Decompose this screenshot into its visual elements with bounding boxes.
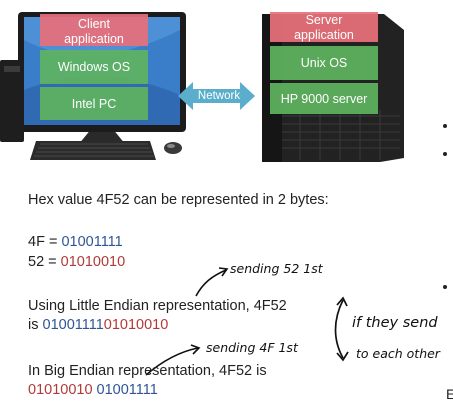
byte-4f-equals: =	[44, 234, 62, 250]
server-application-label-line1: Server	[306, 13, 343, 27]
if-they-send-note-line1: if they send	[352, 315, 438, 331]
arrowhead-down-icon	[336, 351, 349, 362]
intel-pc-layer	[40, 87, 148, 120]
windows-os-layer	[40, 50, 148, 84]
arrowhead-up-icon	[336, 296, 348, 307]
hex-intro-text: Hex value 4F52 can be represented in 2 b…	[28, 192, 329, 208]
annotation-sending-4f: sending 4F 1st	[145, 340, 299, 376]
client-application-label-line2: application	[64, 32, 124, 46]
bullet-marker	[443, 124, 447, 128]
arrow-to-sending-4f	[145, 347, 199, 376]
unix-os-label: Unix OS	[301, 56, 348, 70]
server-vents	[282, 110, 400, 160]
network-arrow: Network	[178, 82, 255, 110]
big-endian-bits-4f: 01001111	[96, 382, 158, 398]
hp-9000-server-label: HP 9000 server	[281, 92, 368, 106]
byte-4f-line: 4F = 01001111	[28, 233, 123, 252]
bracket-double-arrow	[334, 299, 344, 359]
client-computer: Client application Windows OS Intel PC	[0, 12, 186, 160]
annotation-sending-52: sending 52 1st	[195, 261, 324, 297]
server-machine: Server application Unix OS HP 9000 serve…	[262, 12, 404, 162]
byte-52-bits: 01010010	[60, 254, 126, 270]
double-arrow-icon	[178, 82, 255, 110]
bullet-marker	[443, 285, 447, 289]
byte-52-equals: =	[44, 254, 61, 270]
annotation-if-they-send: if they send to each other	[334, 296, 441, 362]
byte-52-name: 52	[28, 254, 45, 270]
cut-off-letter: E	[446, 386, 453, 402]
if-they-send-note-line2: to each other	[356, 346, 441, 361]
little-endian-bits-4f: 01001111	[42, 317, 104, 333]
big-endian-bits-52: 01010010	[28, 382, 93, 398]
bullet-marker	[443, 152, 447, 156]
unix-os-layer	[270, 46, 378, 80]
arrowhead-icon	[218, 267, 229, 277]
byte-52-line: 52 = 01010010	[28, 253, 125, 272]
hp-9000-server-layer	[270, 83, 378, 114]
server-application-label-line2: application	[294, 28, 354, 42]
pc-tower	[0, 60, 24, 142]
little-endian-prefix: is	[28, 317, 43, 333]
keyboard	[30, 141, 156, 160]
byte-4f-name: 4F	[28, 234, 45, 250]
big-endian-line1: In Big Endian representation, 4F52 is	[28, 363, 267, 379]
client-application-label-line1: Client	[78, 17, 110, 31]
little-endian-line2: is 0100111101010010	[28, 316, 168, 335]
network-label: Network	[198, 90, 240, 102]
arrow-to-sending-52	[195, 269, 227, 297]
sending-4f-note: sending 4F 1st	[206, 340, 299, 355]
arrowhead-icon	[190, 344, 201, 355]
big-endian-line2: 01010010 01001111	[28, 381, 158, 400]
sending-52-note: sending 52 1st	[230, 261, 324, 276]
mouse	[164, 142, 182, 154]
server-application-layer	[270, 12, 378, 42]
byte-4f-bits: 01001111	[61, 234, 123, 250]
client-application-layer	[40, 14, 148, 46]
windows-os-label: Windows OS	[58, 60, 130, 74]
intel-pc-label: Intel PC	[72, 97, 116, 111]
little-endian-line1: Using Little Endian representation, 4F52	[28, 298, 287, 314]
little-endian-bits-52: 01010010	[103, 317, 169, 333]
